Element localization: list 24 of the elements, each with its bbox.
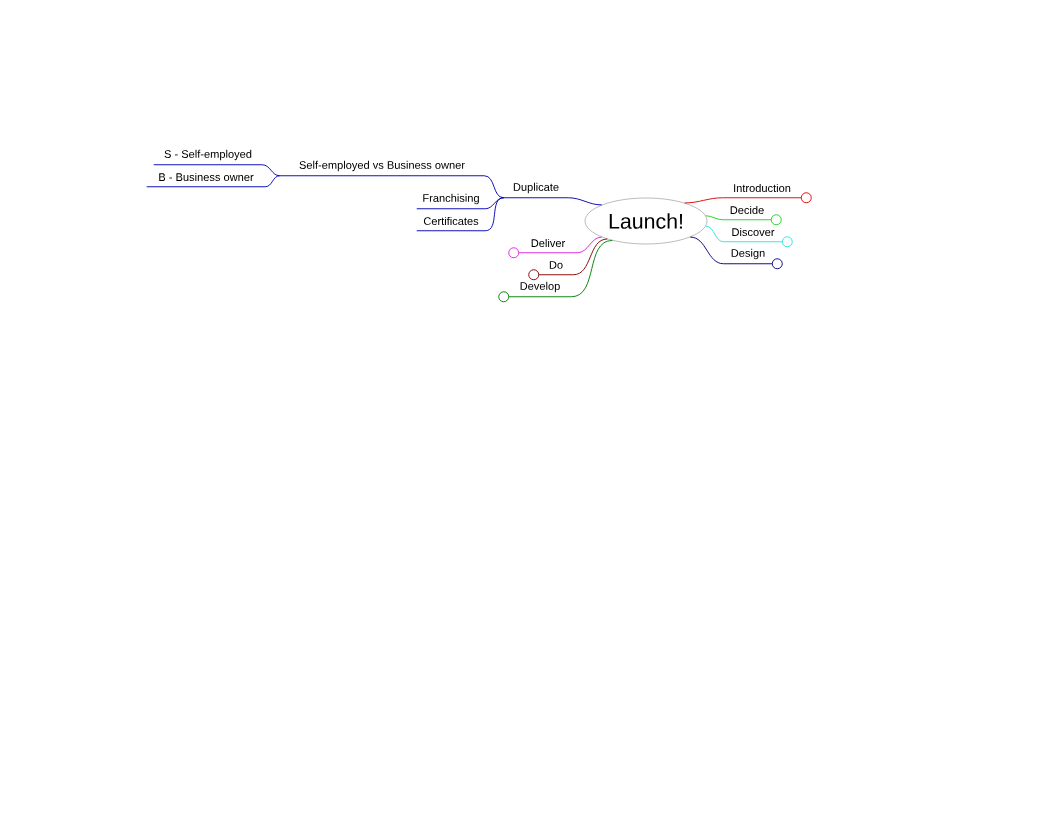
topic-label: Certificates (416, 216, 486, 232)
branch-line (705, 215, 724, 221)
topic-label: Introduction (722, 183, 812, 204)
topic-label: Do (528, 261, 574, 281)
branch-line (572, 238, 608, 276)
topic-label: Franchising (416, 193, 486, 210)
topic-label: Develop (498, 281, 572, 303)
topic-label: Discover (723, 227, 793, 248)
topic-label: B - Business owner (146, 172, 266, 188)
branch-line (264, 175, 281, 188)
topic-label: Design (723, 248, 783, 270)
topic-label: Deliver (508, 238, 578, 259)
branch-line (684, 197, 724, 204)
branch-line (570, 239, 613, 298)
branch-line (705, 225, 725, 243)
branch-line (689, 236, 725, 265)
branch-line (261, 164, 281, 177)
branch-line (484, 197, 505, 232)
topic-label: Self-employed vs Business owner (279, 160, 485, 177)
topic-label: Duplicate (503, 182, 569, 199)
topic-label: Decide (722, 205, 782, 226)
branch-line (567, 197, 603, 206)
topic-label: S - Self-employed (153, 149, 263, 166)
branch-line (576, 236, 603, 254)
